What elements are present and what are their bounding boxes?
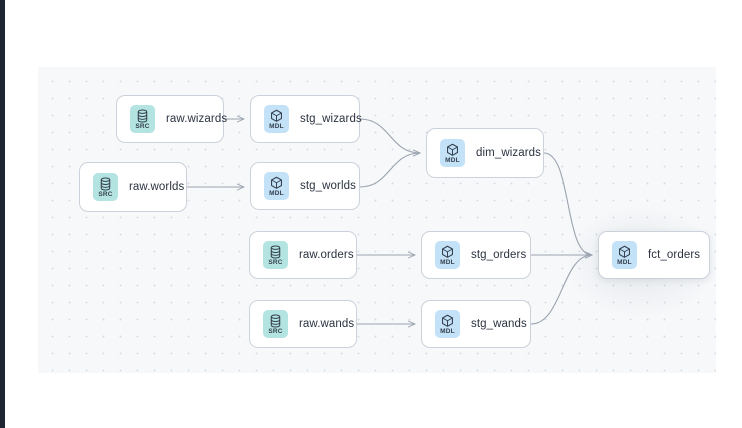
- node-label: dim_wizards: [476, 147, 542, 159]
- node-kind-label: SRC: [135, 122, 150, 130]
- node-raw_wizards[interactable]: SRC raw.wizards: [116, 95, 228, 143]
- node-kind-badge-mdl: MDL: [435, 310, 460, 338]
- node-stg_worlds[interactable]: MDL stg_worlds: [250, 162, 360, 210]
- node-label: stg_orders: [471, 249, 527, 261]
- node-raw_orders[interactable]: SRC raw.orders: [249, 231, 357, 279]
- node-raw_worlds[interactable]: SRC raw.worlds: [79, 162, 187, 212]
- node-label: raw.orders: [299, 249, 354, 261]
- cube-icon: [619, 245, 630, 258]
- cube-icon: [442, 314, 453, 327]
- node-label: fct_orders: [648, 249, 701, 261]
- edge-stg_worlds-to-dim_wizards: [359, 153, 420, 188]
- node-label: stg_wizards: [300, 113, 362, 125]
- node-kind-badge-src: SRC: [93, 173, 118, 201]
- node-kind-label: MDL: [269, 122, 284, 130]
- node-kind-label: MDL: [445, 156, 460, 164]
- node-kind-badge-mdl: MDL: [440, 139, 465, 167]
- node-kind-label: SRC: [98, 190, 113, 198]
- node-kind-badge-src: SRC: [263, 241, 288, 269]
- node-raw_wands[interactable]: SRC raw.wands: [249, 300, 357, 348]
- node-kind-label: SRC: [268, 258, 283, 266]
- node-kind-badge-mdl: MDL: [612, 241, 637, 269]
- database-icon: [100, 176, 111, 191]
- node-kind-label: SRC: [268, 327, 283, 335]
- cube-icon: [442, 245, 453, 258]
- node-label: stg_worlds: [300, 180, 356, 192]
- node-dim_wizards[interactable]: MDL dim_wizards: [426, 128, 544, 178]
- node-label: raw.wizards: [166, 113, 228, 125]
- node-label: raw.worlds: [129, 181, 185, 193]
- left-nav-rail[interactable]: [0, 0, 5, 428]
- node-label: raw.wands: [299, 318, 355, 330]
- node-kind-label: MDL: [617, 258, 632, 266]
- node-kind-label: MDL: [269, 189, 284, 197]
- node-fct_orders[interactable]: MDL fct_orders: [598, 231, 710, 279]
- database-icon: [137, 108, 148, 123]
- node-kind-label: MDL: [440, 327, 455, 335]
- node-stg_orders[interactable]: MDL stg_orders: [421, 231, 531, 279]
- node-kind-badge-src: SRC: [130, 105, 155, 133]
- cube-icon: [447, 143, 458, 156]
- node-stg_wizards[interactable]: MDL stg_wizards: [250, 95, 362, 143]
- database-icon: [270, 313, 281, 328]
- node-kind-badge-mdl: MDL: [264, 172, 289, 200]
- node-kind-label: MDL: [440, 258, 455, 266]
- node-stg_wands[interactable]: MDL stg_wands: [421, 300, 531, 348]
- cube-icon: [271, 176, 282, 189]
- node-kind-badge-mdl: MDL: [264, 105, 289, 133]
- database-icon: [270, 244, 281, 259]
- edge-stg_wizards-to-dim_wizards: [359, 118, 420, 153]
- cube-icon: [271, 109, 282, 122]
- node-kind-badge-mdl: MDL: [435, 241, 460, 269]
- node-kind-badge-src: SRC: [263, 310, 288, 338]
- node-label: stg_wands: [471, 318, 527, 330]
